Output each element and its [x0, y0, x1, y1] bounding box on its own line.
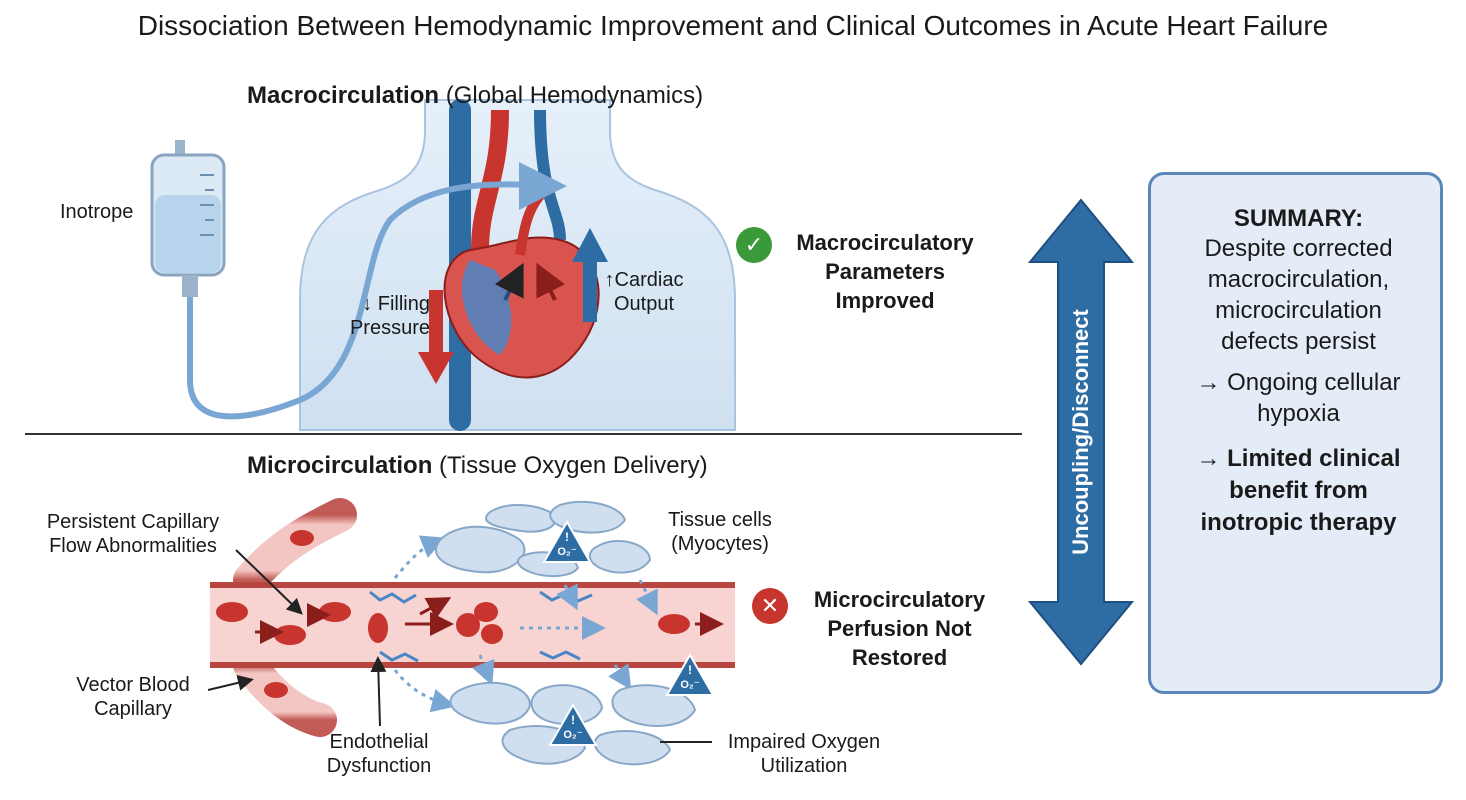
- page-title: Dissociation Between Hemodynamic Improve…: [137, 10, 1329, 41]
- iv-bag-icon: [150, 140, 226, 297]
- filling-line1: ↓ Filling: [362, 293, 430, 315]
- summary-line4: defects persist: [1221, 328, 1376, 355]
- persistent-line1: Persistent Capillary: [46, 511, 220, 533]
- check-icon: ✓: [736, 227, 772, 263]
- endothelial-label: Endothelial Dysfunction: [314, 730, 444, 778]
- summary-line6: hypoxia: [1257, 400, 1340, 427]
- macro-status-line2: Parameters: [825, 259, 945, 284]
- oxygen-warning-icons: [542, 519, 715, 746]
- micro-title-bold: Microcirculation: [247, 452, 433, 479]
- summary-box: SUMMARY: Despite corrected macrocirculat…: [1148, 172, 1443, 694]
- persistent-flow-label: Persistent Capillary Flow Abnormalities: [30, 510, 236, 558]
- macro-title-rest: (Global Hemodynamics): [439, 82, 704, 109]
- summary-line5: → Ongoing cellular: [1196, 369, 1401, 396]
- tissue-cells-upper: [435, 500, 652, 578]
- summary-line3: microcirculation: [1215, 297, 1382, 324]
- label-pointers: [207, 549, 712, 743]
- uncoupling-double-arrow-icon: [1027, 198, 1135, 666]
- impaired-oxygen-label: Impaired Oxygen Utilization: [714, 730, 894, 778]
- micro-status: Microcirculatory Perfusion Not Restored: [792, 585, 1007, 672]
- vector-line2: Capillary: [94, 698, 172, 720]
- svg-text:!: !: [688, 663, 692, 677]
- summary-line1: Despite corrected: [1204, 235, 1393, 262]
- summary-line7: → Limited clinical: [1196, 445, 1401, 472]
- o2-warning-3: O₂⁻: [563, 729, 583, 741]
- summary-line2: macrocirculation,: [1207, 266, 1390, 293]
- flow-arrows: [255, 597, 724, 644]
- tissue-line1: Tissue cells: [668, 509, 772, 531]
- heart-illustration: [443, 186, 600, 379]
- impaired-line1: Impaired Oxygen: [727, 731, 881, 753]
- macro-status-line3: Improved: [835, 288, 935, 313]
- summary-line9: inotropic therapy: [1200, 509, 1397, 536]
- vector-capillary-label: Vector Blood Capillary: [60, 673, 206, 721]
- impaired-line2: Utilization: [760, 755, 848, 777]
- macro-status: Macrocirculatory Parameters Improved: [775, 228, 995, 315]
- cardiac-line1: ↑Cardiac: [604, 269, 684, 291]
- micro-title-rest: (Tissue Oxygen Delivery): [432, 452, 708, 479]
- svg-text:!: !: [571, 713, 575, 727]
- o2-warning-1: O₂⁻: [557, 546, 577, 558]
- oxygen-diffusion-arrows: [393, 535, 658, 713]
- macro-title-bold: Macrocirculation: [247, 82, 440, 109]
- macro-status-line1: Macrocirculatory: [796, 230, 974, 255]
- svg-text:!: !: [565, 530, 569, 544]
- uncoupling-label: Uncoupling/Disconnect: [1068, 309, 1093, 555]
- inotrope-label: Inotrope: [60, 201, 134, 223]
- o2-warning-2: O₂⁻: [680, 679, 700, 691]
- micro-section-title: Microcirculation (Tissue Oxygen Delivery…: [247, 452, 708, 480]
- x-icon: ✕: [752, 588, 788, 624]
- tissue-line2: (Myocytes): [671, 533, 769, 555]
- macro-section-title: Macrocirculation (Global Hemodynamics): [247, 82, 703, 110]
- filling-pressure-down-arrow-icon: [418, 290, 454, 384]
- endothelial-line1: Endothelial: [329, 731, 429, 753]
- vector-line1: Vector Blood: [76, 674, 190, 696]
- micro-status-line3: Restored: [851, 645, 948, 670]
- tissue-cells-label: Tissue cells (Myocytes): [660, 508, 780, 556]
- endothelial-line2: Dysfunction: [326, 755, 432, 777]
- cardiac-output-up-arrow-icon: [572, 228, 608, 322]
- filling-line2: Pressure: [349, 317, 430, 339]
- summary-line8: benefit from: [1229, 477, 1368, 504]
- persistent-line2: Flow Abnormalities: [49, 535, 217, 557]
- summary-heading: SUMMARY:: [1233, 205, 1364, 232]
- cardiac-output-label: ↑Cardiac Output: [598, 268, 690, 316]
- cardiac-line2: Output: [613, 293, 675, 315]
- iv-tube: [187, 181, 546, 420]
- filling-pressure-label: ↓ Filling Pressure: [340, 292, 430, 340]
- micro-status-line2: Perfusion Not: [827, 616, 972, 641]
- oxygen-warning-text: ! ! !: [565, 530, 692, 727]
- micro-status-line1: Microcirculatory: [813, 587, 986, 612]
